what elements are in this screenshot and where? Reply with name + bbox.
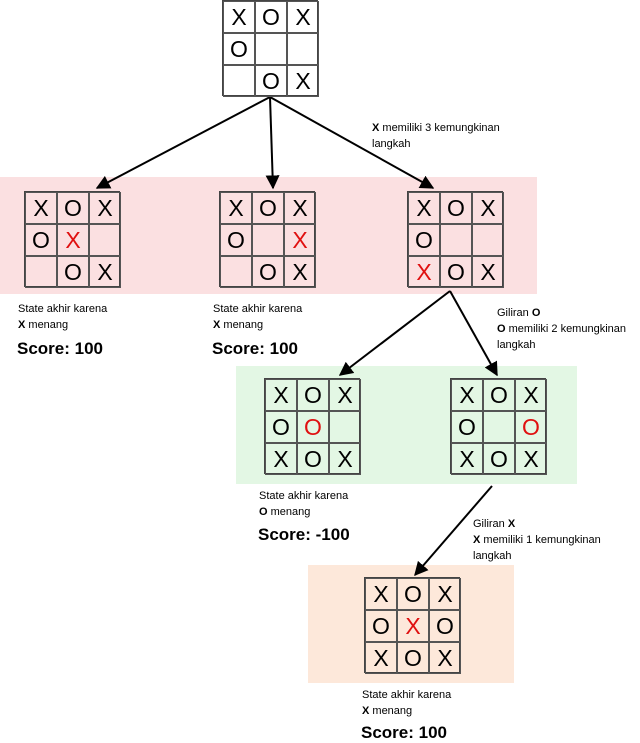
result-l2a-label: State akhir karena O menang xyxy=(259,490,349,518)
board-cell: X xyxy=(397,610,429,642)
board-cell: X xyxy=(408,256,440,288)
board-cell: X xyxy=(515,379,547,411)
level2-highlight-band xyxy=(236,366,577,484)
board-cell: O xyxy=(255,1,287,33)
result-l1b-label: State akhir karena X menang xyxy=(213,303,303,331)
board-cell: X xyxy=(329,443,361,475)
board-cell: O xyxy=(223,33,255,65)
board-cell: X xyxy=(451,443,483,475)
board-cell xyxy=(483,411,515,443)
board-cell: O xyxy=(265,411,297,443)
result-l1a-score: Score: 100 xyxy=(17,339,103,358)
board-cell: O xyxy=(397,578,429,610)
board-cell xyxy=(25,256,57,288)
edge-root-to-l1c xyxy=(269,96,435,189)
result-l2a-score: Score: -100 xyxy=(258,525,350,544)
board-cell: O xyxy=(57,256,89,288)
board-cell: X xyxy=(429,642,461,674)
board-cell xyxy=(287,33,319,65)
board-cell: X xyxy=(25,192,57,224)
edge-l1c-to-l2a xyxy=(338,290,451,376)
edge-root-to-l1a xyxy=(95,96,271,189)
board-cell xyxy=(252,224,284,256)
board-cell xyxy=(329,411,361,443)
board-cell: O xyxy=(408,224,440,256)
board-cell: X xyxy=(284,224,316,256)
board-cell: O xyxy=(297,411,329,443)
result-l1b-score: Score: 100 xyxy=(212,339,298,358)
board-cell xyxy=(223,65,255,97)
board-cell: X xyxy=(329,379,361,411)
board-cell: X xyxy=(89,256,121,288)
edge-l2b-to-l3 xyxy=(414,485,493,577)
board-cell xyxy=(89,224,121,256)
board-cell: O xyxy=(255,65,287,97)
board-cell: X xyxy=(220,192,252,224)
board-cell: O xyxy=(397,642,429,674)
result-l1a-label: State akhir karena X menang xyxy=(18,303,108,331)
board-cell: O xyxy=(252,256,284,288)
note-root-moves: X memiliki 3 kemungkinan langkah xyxy=(372,122,500,150)
board-cell: X xyxy=(89,192,121,224)
result-l3-score: Score: 100 xyxy=(361,723,447,742)
board-cell: O xyxy=(440,256,472,288)
board-cell: X xyxy=(365,642,397,674)
board-cell: O xyxy=(429,610,461,642)
board-cell: X xyxy=(515,443,547,475)
note-turn-x: Giliran X X memiliki 1 kemungkinan langk… xyxy=(473,518,601,562)
board-cell: O xyxy=(483,443,515,475)
board-cell: O xyxy=(483,379,515,411)
board-cell: O xyxy=(365,610,397,642)
board-cell xyxy=(472,224,504,256)
board-cell: O xyxy=(220,224,252,256)
board-cell: X xyxy=(287,65,319,97)
board-cell: O xyxy=(297,379,329,411)
board-cell: X xyxy=(472,192,504,224)
board-cell: X xyxy=(284,192,316,224)
board-cell xyxy=(255,33,287,65)
level3-highlight-band xyxy=(308,565,514,683)
board-cell xyxy=(220,256,252,288)
board-cell: X xyxy=(472,256,504,288)
board-cell: X xyxy=(287,1,319,33)
board-cell: O xyxy=(252,192,284,224)
board-cell: O xyxy=(25,224,57,256)
board-cell: O xyxy=(297,443,329,475)
board-cell: X xyxy=(223,1,255,33)
note-turn-o: Giliran O O memiliki 2 kemungkinan langk… xyxy=(497,307,626,351)
edge-root-to-l1b xyxy=(265,96,280,190)
board-cell: X xyxy=(265,443,297,475)
board-cell: X xyxy=(408,192,440,224)
board-cell: O xyxy=(57,192,89,224)
board-cell: X xyxy=(365,578,397,610)
edge-l1c-to-l2b xyxy=(449,290,498,377)
board-cell: X xyxy=(429,578,461,610)
result-l3-label: State akhir karena X menang xyxy=(362,689,452,717)
board-cell: O xyxy=(440,192,472,224)
board-cell: X xyxy=(284,256,316,288)
board-cell: O xyxy=(451,411,483,443)
board-cell: O xyxy=(515,411,547,443)
board-cell xyxy=(440,224,472,256)
board-cell: X xyxy=(265,379,297,411)
board-cell: X xyxy=(57,224,89,256)
board-cell: X xyxy=(451,379,483,411)
